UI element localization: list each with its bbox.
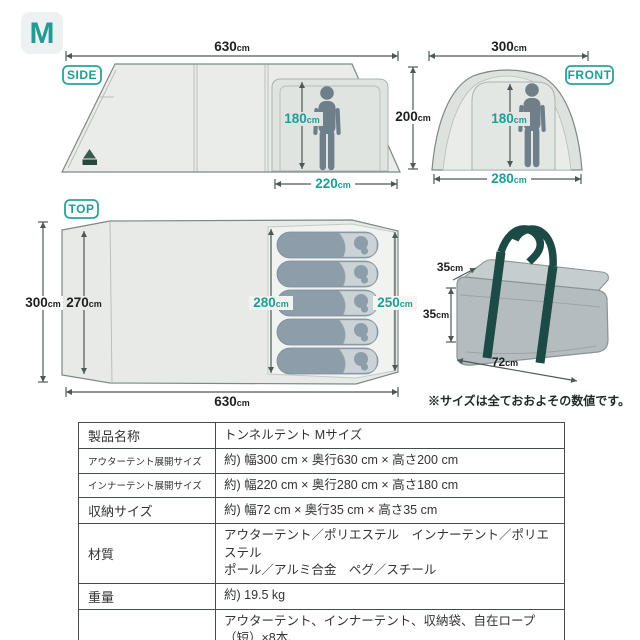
dim-bag-depth: 35cm	[437, 260, 477, 281]
svg-text:180cm: 180cm	[284, 111, 320, 126]
bag-strap	[535, 265, 558, 364]
svg-text:300cm: 300cm	[25, 295, 61, 310]
svg-text:220cm: 220cm	[315, 176, 351, 191]
front-view-tag: FRONT	[565, 65, 614, 85]
dim-bag-width: 72cm	[456, 355, 578, 383]
svg-text:280cm: 280cm	[253, 295, 289, 310]
spec-label-cell: 重量	[78, 582, 216, 610]
bag-handle	[511, 225, 557, 267]
spec-label-cell: アウターテント展開サイズ	[78, 448, 216, 474]
svg-text:35cm: 35cm	[423, 307, 449, 321]
dim-side-inner-height: 180cm	[281, 82, 323, 169]
svg-text:180cm: 180cm	[491, 111, 527, 126]
dim-top-inner-length-right: 250cm	[373, 232, 417, 371]
spec-table: 製品名称 トンネルテント Mサイズ アウターテント展開サイズ 約) 幅300 c…	[78, 422, 565, 640]
side-view-tag: SIDE	[62, 65, 102, 85]
spec-label-cell: 収納サイズ	[78, 497, 216, 524]
top-view-tag: TOP	[64, 199, 99, 219]
spec-value-cell: アウターテント、インナーテント、収納袋、自在ロープ（短）×8本、 自在ロープ（長…	[215, 608, 565, 640]
table-row: インナーテント展開サイズ 約) 幅220 cm × 奥行280 cm × 高さ1…	[78, 472, 565, 498]
front-view-tag-label: FRONT	[568, 68, 612, 82]
size-badge-background	[21, 12, 63, 54]
svg-text:200cm: 200cm	[395, 109, 431, 124]
spec-value-cell: 約) 幅300 cm × 奥行630 cm × 高さ200 cm	[215, 448, 565, 474]
bag-body	[456, 276, 609, 366]
svg-text:250cm: 250cm	[377, 295, 413, 310]
top-view-tag-label: TOP	[69, 202, 95, 216]
spec-label-cell: インナーテント展開サイズ	[78, 472, 216, 498]
carry-bag: 35cm 35cm 72cm	[423, 225, 609, 383]
bag-handle	[497, 225, 544, 265]
spec-value-cell: 約) 19.5 kg	[215, 582, 565, 610]
svg-text:630cm: 630cm	[214, 394, 250, 409]
table-row: 付属品 アウターテント、インナーテント、収納袋、自在ロープ（短）×8本、 自在ロ…	[78, 608, 565, 640]
tent-top-view: TOP 300cm 270cm 280cm 250cm	[21, 199, 417, 409]
svg-text:280cm: 280cm	[491, 171, 527, 186]
spec-value-cell: 約) 幅72 cm × 奥行35 cm × 高さ35 cm	[215, 497, 565, 524]
bag-seam-line	[459, 294, 601, 308]
dim-bag-height: 35cm	[423, 287, 456, 343]
dim-top-width: 300cm	[21, 221, 65, 383]
approximate-size-note: ※サイズは全ておおよその数値です。	[428, 393, 630, 408]
mountain-logo-icon	[82, 149, 97, 165]
dim-side-inner-width: 220cm	[274, 176, 398, 191]
side-view-tag-label: SIDE	[67, 68, 97, 82]
table-row: 重量 約) 19.5 kg	[78, 582, 565, 610]
size-badge: M	[21, 12, 63, 54]
table-row: 製品名称 トンネルテント Mサイズ	[78, 422, 565, 449]
dim-side-length: 630cm	[65, 39, 399, 61]
table-row: 材質 アウターテント／ポリエステル インナーテント／ポリエステル ポール／アルミ…	[78, 523, 565, 584]
spec-label-cell: 製品名称	[78, 422, 216, 449]
sleeping-bag	[276, 318, 379, 346]
svg-text:72cm: 72cm	[492, 355, 518, 369]
spec-value-cell: トンネルテント Mサイズ	[215, 422, 565, 449]
table-row: アウターテント展開サイズ 約) 幅300 cm × 奥行630 cm × 高さ2…	[78, 448, 565, 474]
size-badge-label: M	[30, 17, 55, 50]
dim-top-inner-length: 280cm	[249, 229, 293, 373]
diagram-canvas: M SIDE 630cm	[21, 12, 630, 409]
dim-front-inner-height: 180cm	[488, 84, 530, 167]
svg-text:35cm: 35cm	[437, 260, 463, 274]
spec-value-cell: アウターテント／ポリエステル インナーテント／ポリエステル ポール／アルミ合金 …	[215, 523, 565, 584]
sleeping-bag	[276, 260, 379, 288]
table-row: 収納サイズ 約) 幅72 cm × 奥行35 cm × 高さ35 cm	[78, 497, 565, 524]
dim-front-inner-width: 280cm	[433, 171, 582, 186]
sleeping-bag	[276, 231, 379, 259]
side-view-door-outline	[279, 85, 381, 171]
svg-text:630cm: 630cm	[214, 39, 250, 54]
dim-front-width: 300cm	[428, 39, 589, 61]
tent-front-view: FRONT 300cm 180cm 280cm	[428, 39, 614, 186]
tent-side-view: SIDE 630cm 180cm 220cm	[61, 39, 401, 191]
dim-top-inner-width: 270cm	[63, 231, 106, 374]
dim-tent-height: 200cm	[392, 66, 435, 170]
svg-text:270cm: 270cm	[66, 295, 102, 310]
spec-label-cell: 付属品	[78, 608, 216, 640]
bag-strap	[482, 251, 506, 359]
dim-top-length: 630cm	[65, 387, 399, 409]
svg-text:300cm: 300cm	[491, 39, 527, 54]
sleeping-bag	[276, 347, 379, 375]
spec-label-cell: 材質	[78, 523, 216, 584]
spec-value-cell: 約) 幅220 cm × 奥行280 cm × 高さ180 cm	[215, 472, 565, 498]
